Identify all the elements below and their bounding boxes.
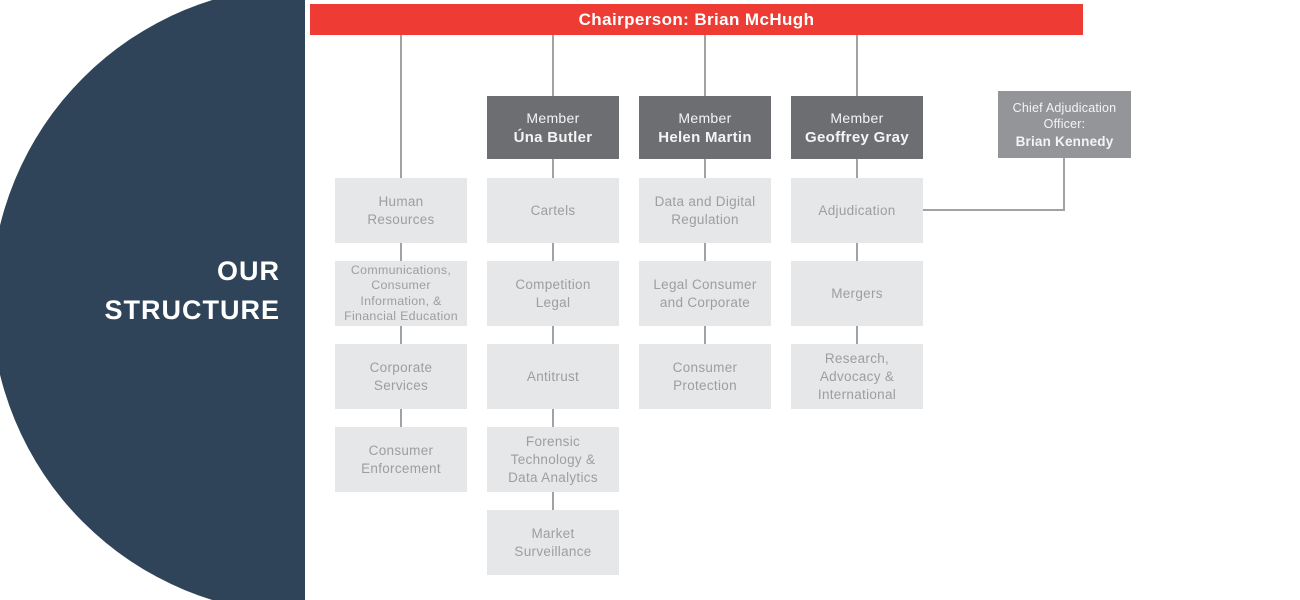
connector-line: [856, 35, 858, 96]
box-legal-consumer-and-corporate: Legal Consumer and Corporate: [639, 261, 771, 326]
page-title-line2: STRUCTURE: [104, 295, 280, 325]
box-consumer-enforcement: Consumer Enforcement: [335, 427, 467, 492]
connector-line: [400, 243, 402, 261]
box-cartels: Cartels: [487, 178, 619, 243]
connector-line: [400, 409, 402, 427]
box-human-resources: Human Resources: [335, 178, 467, 243]
member-name: Helen Martin: [658, 128, 752, 146]
chairperson-label: Chairperson: Brian McHugh: [578, 9, 815, 29]
connector-line: [552, 409, 554, 427]
box-antitrust: Antitrust: [487, 344, 619, 409]
connector-line: [704, 243, 706, 261]
chairperson-banner: Chairperson: Brian McHugh: [310, 4, 1083, 35]
connector-line: [552, 326, 554, 344]
box-research-advocacy-international: Research, Advocacy & International: [791, 344, 923, 409]
connector-line: [856, 159, 858, 178]
connector-line: [923, 209, 1065, 211]
box-communications-consumer-information-financial-education: Communications, Consumer Information, & …: [335, 261, 467, 326]
connector-line: [400, 35, 402, 178]
connector-line: [704, 159, 706, 178]
officer-box-brian-kennedy: Chief Adjudication Officer: Brian Kenned…: [998, 91, 1131, 158]
box-adjudication: Adjudication: [791, 178, 923, 243]
connector-line: [552, 243, 554, 261]
connector-line: [552, 35, 554, 96]
member-box-geoffrey-gray: Member Geoffrey Gray: [791, 96, 923, 159]
connector-line: [704, 326, 706, 344]
box-consumer-protection: Consumer Protection: [639, 344, 771, 409]
connector-line: [552, 492, 554, 510]
member-box-helen-martin: Member Helen Martin: [639, 96, 771, 159]
connector-line: [856, 243, 858, 261]
member-role: Member: [526, 109, 580, 126]
page-title-line1: OUR: [217, 256, 280, 286]
member-box-una-butler: Member Úna Butler: [487, 96, 619, 159]
page-title: OUR STRUCTURE: [0, 252, 280, 330]
member-role: Member: [830, 109, 884, 126]
box-data-and-digital-regulation: Data and Digital Regulation: [639, 178, 771, 243]
member-role: Member: [678, 109, 732, 126]
box-competition-legal: Competition Legal: [487, 261, 619, 326]
officer-name: Brian Kennedy: [1015, 134, 1114, 149]
connector-line: [552, 159, 554, 178]
connector-line: [400, 326, 402, 344]
member-name: Úna Butler: [513, 128, 593, 146]
box-market-surveillance: Market Surveillance: [487, 510, 619, 575]
connector-line: [856, 326, 858, 344]
member-name: Geoffrey Gray: [805, 128, 909, 146]
box-corporate-services: Corporate Services: [335, 344, 467, 409]
officer-role: Chief Adjudication Officer:: [1012, 101, 1117, 131]
connector-line: [704, 35, 706, 96]
box-forensic-technology-data-analytics: Forensic Technology & Data Analytics: [487, 427, 619, 492]
connector-line: [1063, 158, 1065, 211]
box-mergers: Mergers: [791, 261, 923, 326]
